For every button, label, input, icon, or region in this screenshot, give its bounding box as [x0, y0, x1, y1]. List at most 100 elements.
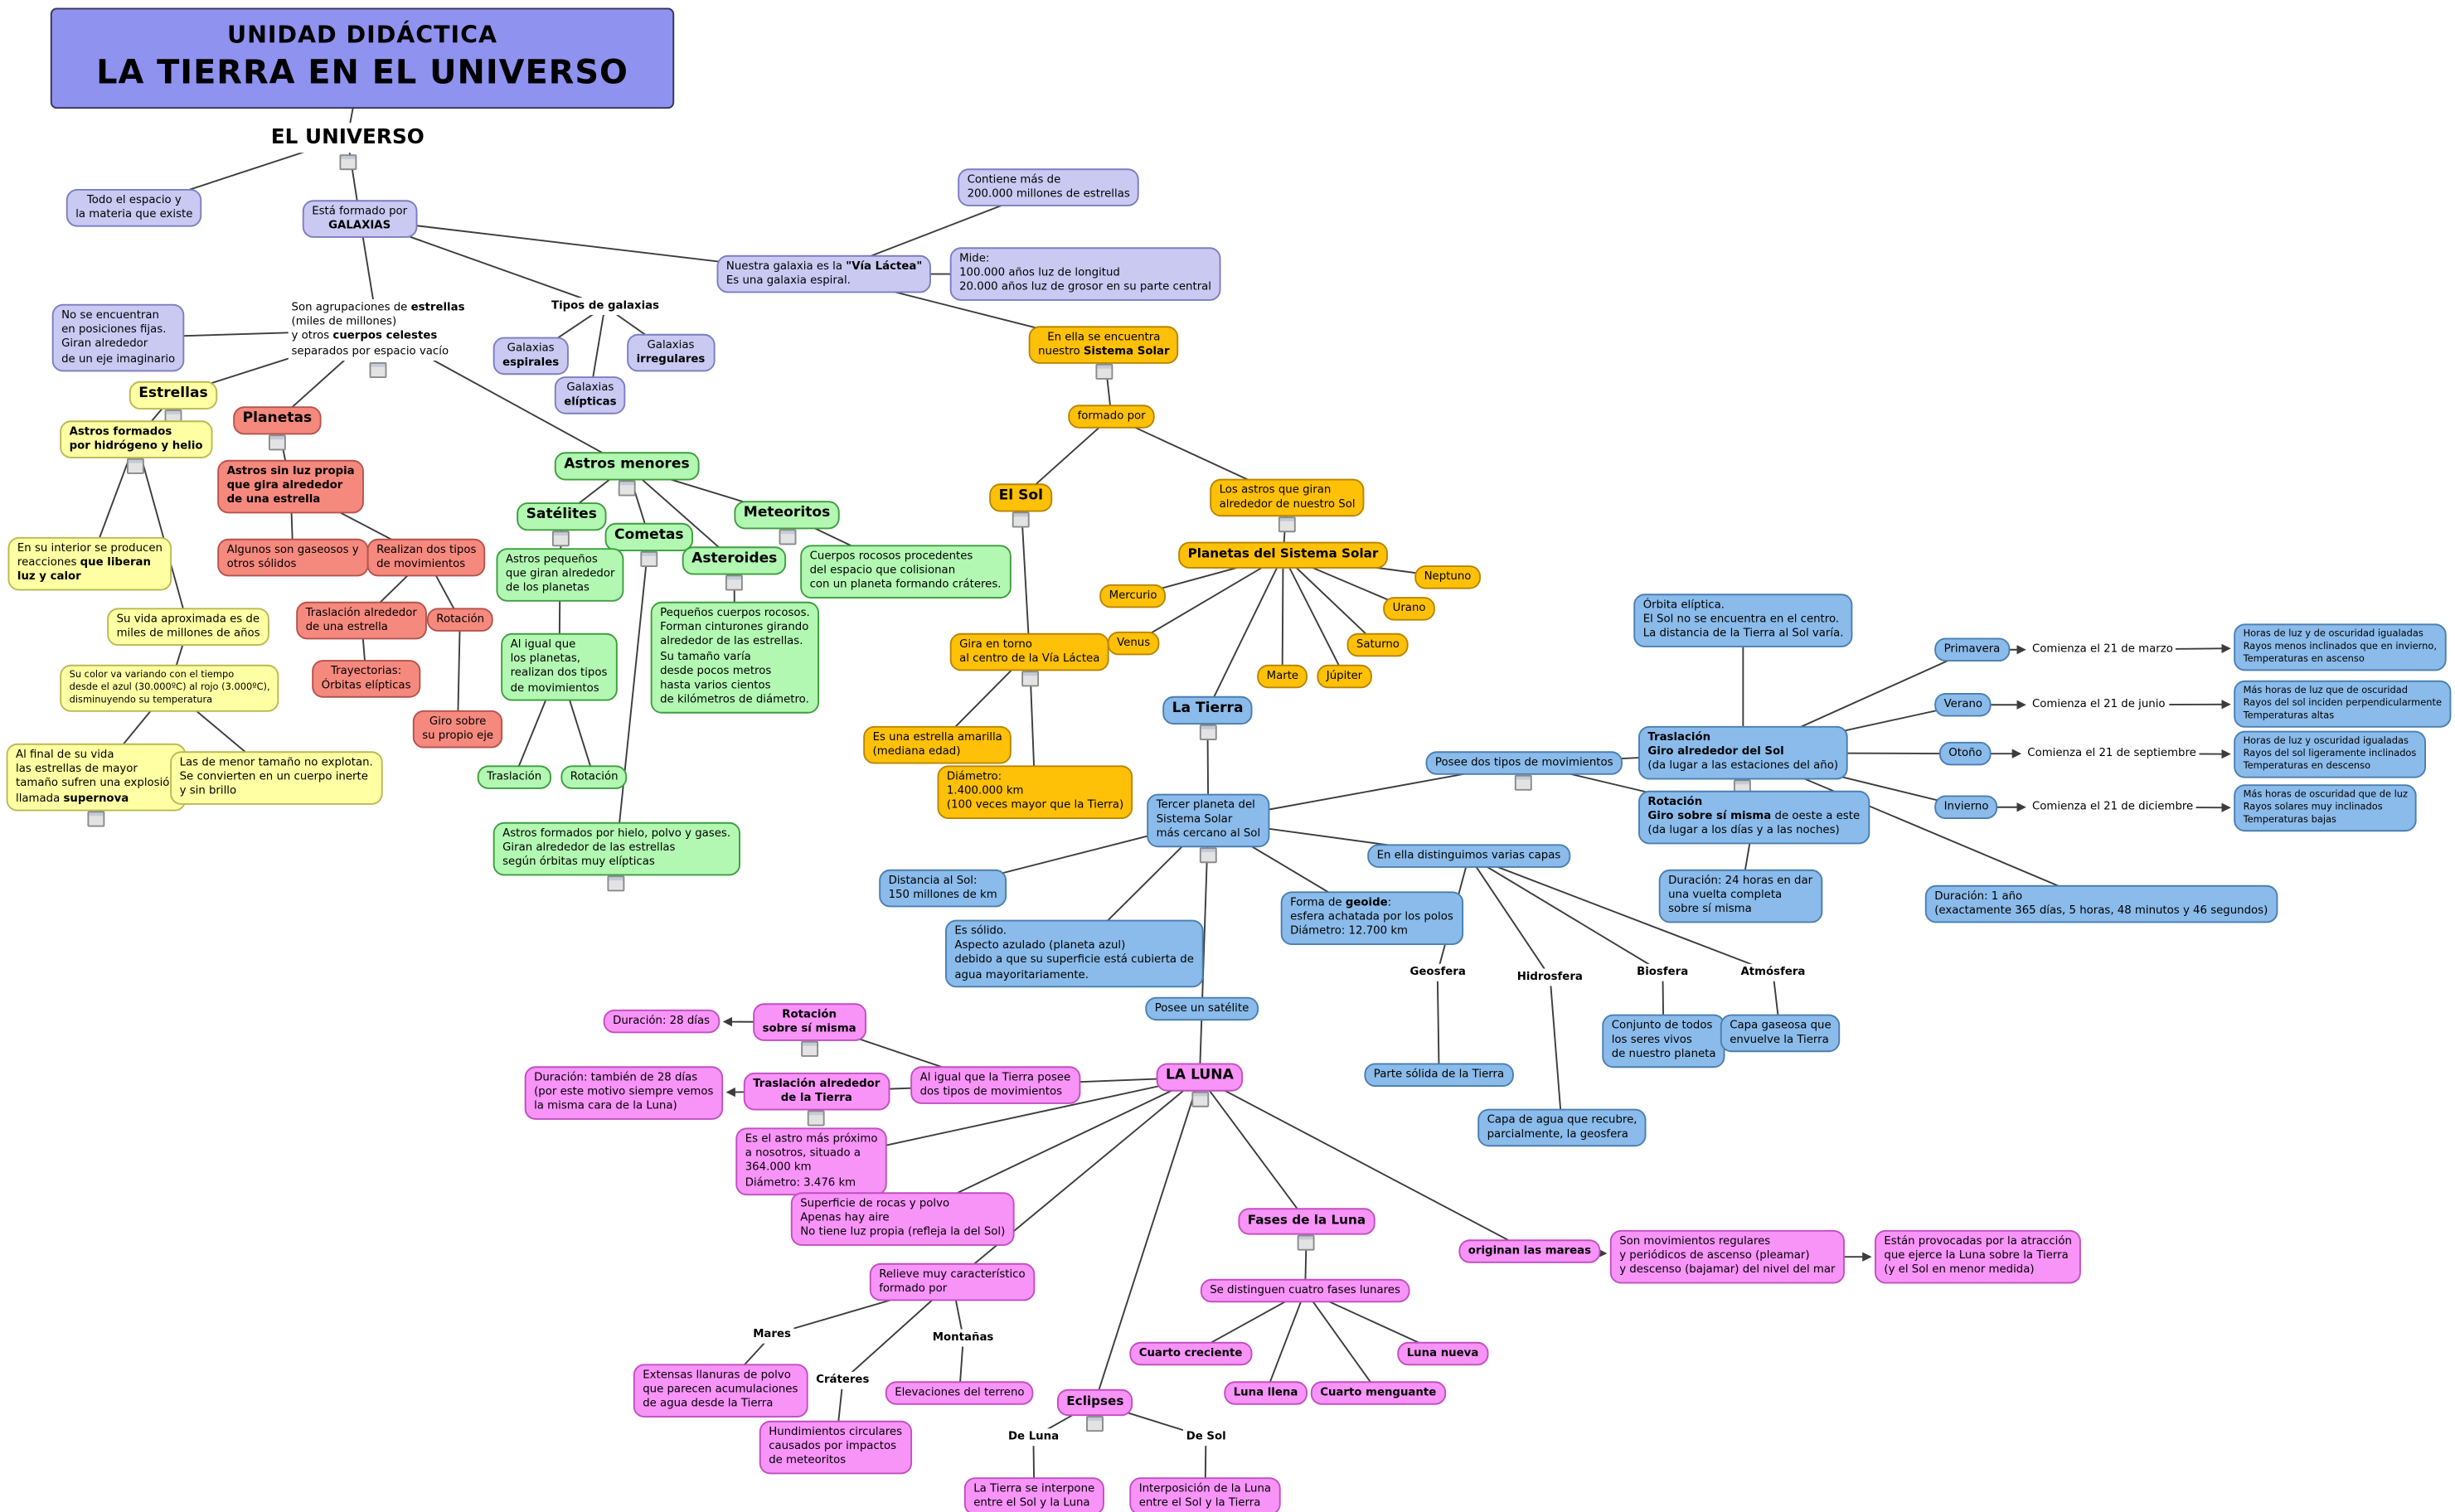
node-cuatro-fases: Se distinguen cuatro fases lunares — [1200, 1278, 1410, 1303]
node-eclipses: Eclipses — [1056, 1388, 1133, 1432]
node-la-tierra: La Tierra — [1162, 695, 1253, 740]
edge-la-luna-fases-luna — [1199, 1077, 1308, 1223]
node-venus: Venus — [1107, 631, 1160, 656]
node-mercurio: Mercurio — [1099, 584, 1167, 608]
resource-icon[interactable] — [1021, 671, 1039, 688]
node-luna-llena: Luna llena — [1224, 1381, 1308, 1406]
resource-icon[interactable] — [618, 480, 636, 497]
edge-la-luna-originan-mareas — [1199, 1076, 1531, 1253]
resource-icon[interactable] — [1199, 846, 1217, 863]
node-son-agrupaciones: Son agrupaciones de estrellas(miles de m… — [288, 299, 468, 378]
node-el-universo: EL UNIVERSO — [268, 123, 428, 171]
resource-icon[interactable] — [800, 1041, 818, 1058]
resource-icon[interactable] — [608, 875, 626, 891]
node-saturno: Saturno — [1346, 632, 1409, 657]
node-rotacion-planetas: Rotación — [426, 608, 494, 632]
resource-icon[interactable] — [640, 550, 658, 567]
resource-icon[interactable] — [1094, 364, 1113, 380]
node-planetas-ss: Planetas del Sistema Solar — [1178, 541, 1388, 569]
node-originan-mareas: originan las mareas — [1458, 1239, 1601, 1264]
edge-cuatro-fases-luna-llena — [1264, 1290, 1307, 1393]
node-formado-por: formado por — [1068, 405, 1156, 429]
node-posee-satelite: Posee un satélite — [1145, 996, 1259, 1021]
resource-icon[interactable] — [268, 434, 286, 451]
resource-icon[interactable] — [1298, 1233, 1316, 1250]
resource-icon[interactable] — [1199, 724, 1217, 740]
edge-planetas-ss-saturno — [1282, 555, 1379, 646]
node-estrella-amarilla: Es una estrella amarilla(mediana edad) — [863, 725, 1012, 765]
node-el-sol: El Sol — [989, 483, 1053, 528]
edge-varias-capas-biosfera — [1468, 855, 1663, 974]
edge-planetas-ss-jupiter — [1282, 555, 1346, 677]
node-primavera: Primavera — [1934, 637, 2010, 662]
resource-icon[interactable] — [1012, 511, 1030, 528]
resource-icon[interactable] — [338, 154, 357, 171]
node-varias-capas: En ella distinguimos varias capas — [1367, 844, 1570, 869]
edge-planetas-ss-venus — [1133, 554, 1284, 644]
edge-hidrosfera-capa-agua — [1549, 976, 1563, 1128]
node-de-luna: De Luna — [1005, 1428, 1062, 1447]
node-meteoritos: Meteoritos — [734, 501, 840, 545]
node-elevaciones: Elevaciones del terreno — [885, 1381, 1034, 1406]
resource-icon[interactable] — [1191, 1091, 1209, 1107]
node-comienza-marzo: Comienza el 21 de marzo — [2029, 641, 2176, 659]
node-la-luna: LA LUNA — [1156, 1063, 1244, 1107]
node-crateres: Cráteres — [813, 1371, 873, 1390]
node-montanas: Montañas — [929, 1329, 997, 1347]
edge-la-luna-eclipses — [1094, 1077, 1201, 1403]
unit-title-line2: LA TIERRA EN EL UNIVERSO — [96, 53, 628, 91]
node-invierno: Invierno — [1934, 795, 1998, 820]
resource-icon[interactable] — [369, 361, 387, 378]
node-es-solido: Es sólido.Aspecto azulado (planeta azul)… — [945, 919, 1204, 988]
node-dos-movimientos-tierra: Posee dos tipos de movimientos — [1425, 751, 1623, 792]
resource-icon[interactable] — [725, 574, 744, 591]
resource-icon[interactable] — [778, 529, 796, 545]
node-de-sol: De Sol — [1182, 1428, 1230, 1447]
node-duracion-28-tb: Duración: también de 28 días(por este mo… — [524, 1066, 723, 1120]
edge-cometas-astros-hielo — [615, 536, 650, 850]
resource-icon[interactable] — [552, 531, 570, 547]
node-menor-tamano: Las de menor tamaño no explotan.Se convi… — [170, 751, 383, 805]
resource-icon[interactable] — [1278, 517, 1297, 534]
node-parte-solida: Parte sólida de la Tierra — [1364, 1063, 1514, 1088]
node-via-lactea: Nuestra galaxia es la "Vía Láctea"Es una… — [716, 254, 932, 294]
node-cuarto-menguante: Cuarto menguante — [1310, 1381, 1446, 1406]
edge-astros-h-he-vida-aproximada — [135, 439, 189, 628]
node-orbita-eliptica: Órbita elíptica.El Sol no se encuentra e… — [1633, 594, 1853, 647]
edge-cuatro-fases-cuarto-menguante — [1304, 1290, 1380, 1394]
edge-geosfera-parte-solida — [1436, 972, 1440, 1075]
resource-icon[interactable] — [1086, 1415, 1104, 1432]
resource-icon[interactable] — [127, 458, 145, 475]
resource-icon[interactable] — [87, 811, 105, 827]
edge-varias-capas-atmosfera — [1468, 855, 1773, 974]
resource-icon[interactable] — [808, 1111, 826, 1127]
edge-varias-capas-hidrosfera — [1468, 855, 1551, 978]
resource-icon[interactable] — [1515, 775, 1533, 792]
node-biosfera: Biosfera — [1633, 963, 1692, 982]
node-estrellas: Estrellas — [129, 380, 218, 425]
